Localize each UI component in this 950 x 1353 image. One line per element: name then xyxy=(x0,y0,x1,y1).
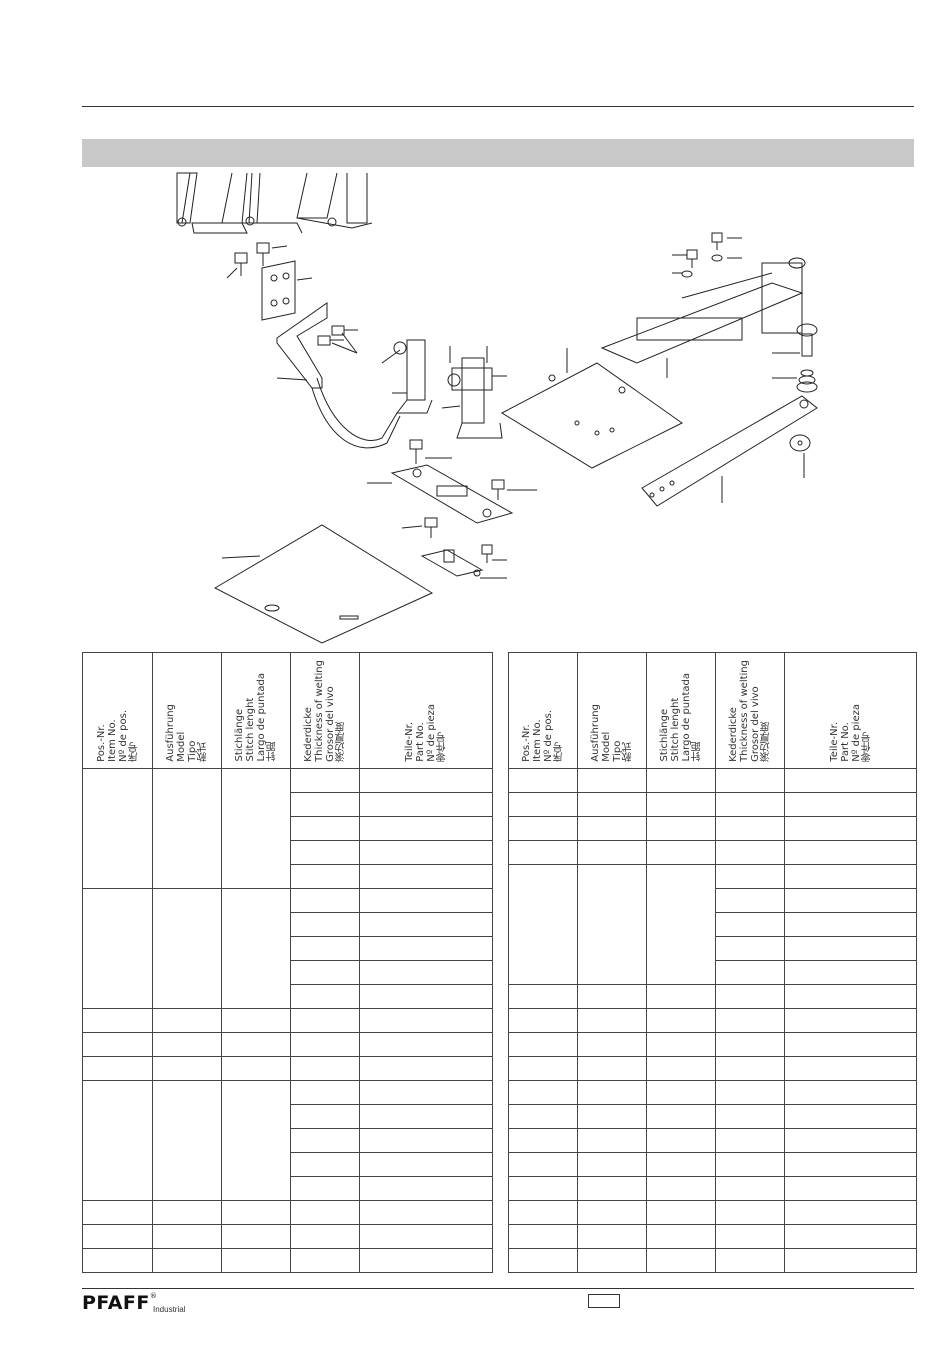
table-row xyxy=(508,1152,917,1177)
lever xyxy=(641,395,818,507)
table-row xyxy=(83,864,493,889)
col-header-welting: Kederdicke Thickness of welting Grosor d… xyxy=(715,652,785,769)
col-header-part: Teile-Nr. Part No. Nº de pieza 零件号 xyxy=(784,652,917,769)
table-row xyxy=(83,984,493,1009)
col-header-pos: Pos.-Nr. Item No. Nº de pos. 序号 xyxy=(82,652,153,769)
brand-name: PFAFF xyxy=(82,1292,150,1314)
screw-i xyxy=(711,232,723,250)
col-header-model: Ausführung Model Tipo 款式 xyxy=(152,652,222,769)
table-row xyxy=(508,1008,917,1033)
screw-d xyxy=(317,335,344,346)
welting-sketch-3 xyxy=(296,172,373,229)
table-row xyxy=(83,912,493,937)
throat-plate xyxy=(390,464,514,524)
table-row xyxy=(508,984,917,1009)
table-row xyxy=(508,1128,917,1153)
welting-sketch-1 xyxy=(176,172,248,234)
table-row xyxy=(509,936,917,961)
plate xyxy=(261,260,296,321)
col-header-welting: Kederdicke Thickness of welting Grosor d… xyxy=(290,652,360,769)
table-row xyxy=(509,912,917,937)
table-row xyxy=(83,1104,493,1129)
table-row xyxy=(82,1248,493,1273)
footer-rule xyxy=(82,1288,914,1289)
bracket xyxy=(276,302,401,449)
hdr-pos: Pos.-Nr. Item No. Nº de pos. 序号 xyxy=(95,710,140,762)
table-row xyxy=(82,888,493,1009)
section-title-band xyxy=(82,139,914,167)
bed-plate xyxy=(500,362,683,469)
table-row xyxy=(508,1056,917,1081)
table-row xyxy=(509,960,917,985)
col-header-stitch: Stichlänge Stitch lenght Largo de puntad… xyxy=(221,652,291,769)
brand-logo: PFAFF® xyxy=(82,1292,157,1314)
page-number-box xyxy=(588,1294,620,1308)
presser-foot-2 xyxy=(447,357,503,439)
table-row xyxy=(508,1200,917,1225)
table-row xyxy=(82,1056,493,1081)
table-row xyxy=(509,888,917,913)
guide-assembly xyxy=(600,257,806,364)
screw-j xyxy=(686,249,698,268)
table-row xyxy=(508,1176,917,1201)
table-row xyxy=(82,1200,493,1225)
table-row xyxy=(83,840,493,865)
table-row xyxy=(508,864,917,985)
col-header-model: Ausführung Model Tipo 款式 xyxy=(577,652,647,769)
table-row xyxy=(82,1032,493,1057)
screw-a xyxy=(234,252,248,276)
screw-e xyxy=(409,439,423,464)
feed-dog xyxy=(420,549,484,577)
cover-plate xyxy=(213,524,434,644)
col-header-stitch: Stichlänge Stitch lenght Largo de puntad… xyxy=(646,652,716,769)
right-parts-table: Pos.-Nr. Item No. Nº de pos. 序号 Ausführu… xyxy=(508,652,917,1273)
table-row xyxy=(508,792,917,817)
table-row xyxy=(508,816,917,841)
table-row xyxy=(82,1080,493,1201)
spring xyxy=(796,369,818,393)
screw-h xyxy=(481,544,493,563)
brand-subtitle: Industrial xyxy=(153,1305,186,1314)
table-row xyxy=(508,768,917,793)
table-row xyxy=(508,840,917,865)
shoulder-screw xyxy=(796,323,818,357)
table-row xyxy=(82,1008,493,1033)
table-header-row: Pos.-Nr. Item No. Nº de pos. 序号 Ausführu… xyxy=(508,652,917,769)
screw-c xyxy=(331,325,358,336)
presser-foot-1 xyxy=(393,339,433,414)
table-row xyxy=(83,816,493,841)
table-row xyxy=(508,1032,917,1057)
header-rule xyxy=(82,106,914,107)
table-row xyxy=(508,1224,917,1249)
table-row xyxy=(508,1080,917,1105)
registered-mark: ® xyxy=(149,1292,158,1300)
left-parts-table: Pos.-Nr. Item No. Nº de pos. 序号 Ausführu… xyxy=(82,652,493,1273)
table-row xyxy=(508,1248,917,1273)
table-row xyxy=(83,1152,493,1177)
table-row xyxy=(83,936,493,961)
screw-g xyxy=(424,517,438,538)
col-header-part: Teile-Nr. Part No. Nº de pieza 零件号 xyxy=(359,652,493,769)
screw-f xyxy=(491,479,505,500)
washer xyxy=(789,434,811,452)
table-row xyxy=(82,1224,493,1249)
welting-sketch-2 xyxy=(221,172,303,234)
table-row xyxy=(83,792,493,817)
parts-drawing xyxy=(176,172,818,644)
table-row xyxy=(82,768,493,889)
table-header-row: Pos.-Nr. Item No. Nº de pos. 序号 Ausführu… xyxy=(82,652,493,769)
col-header-pos: Pos.-Nr. Item No. Nº de pos. 序号 xyxy=(508,652,578,769)
screw-b xyxy=(256,242,270,266)
table-row xyxy=(508,1104,917,1129)
